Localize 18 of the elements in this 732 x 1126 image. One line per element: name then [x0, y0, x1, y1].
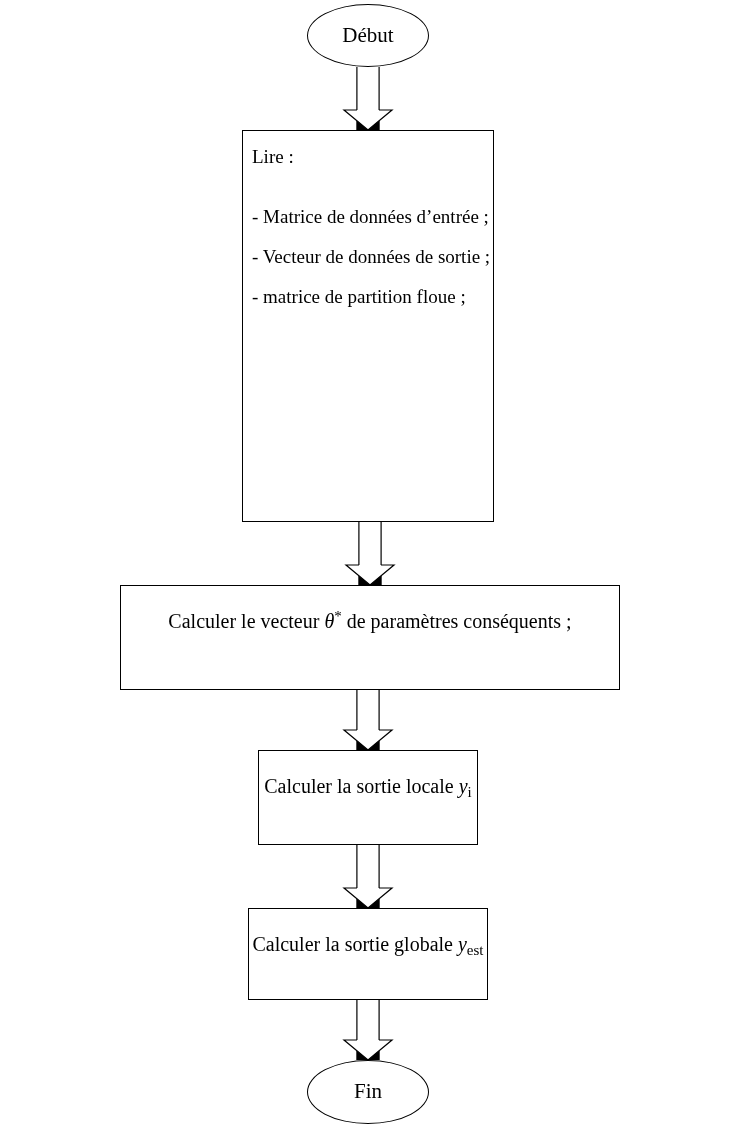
block-arrow: [343, 690, 393, 751]
block-arrow: [343, 67, 393, 131]
terminal-label: Fin: [354, 1078, 382, 1106]
process-box: [258, 750, 478, 845]
block-arrow: [343, 1000, 393, 1061]
list-item: - Matrice de données d’entrée ;: [252, 205, 489, 229]
process-label: Calculer le vecteur θ$^{*}$ de paramètres conséquents ;: [168, 608, 572, 634]
process-box: [120, 585, 620, 690]
block-arrow: [343, 845, 393, 909]
list-item: - Vecteur de données de sortie ;: [252, 245, 489, 269]
block-arrow: [345, 522, 395, 586]
process-box: [248, 908, 488, 1000]
process-label: Calculer la sortie globale y$_{est}$: [252, 932, 484, 957]
process-label: Calculer la sortie locale y$_{i}$: [264, 774, 472, 799]
box-heading: Lire :: [252, 145, 295, 169]
process-box: [242, 130, 494, 522]
terminal-label: Début: [342, 21, 394, 49]
list-item: - matrice de partition floue ;: [252, 285, 467, 309]
